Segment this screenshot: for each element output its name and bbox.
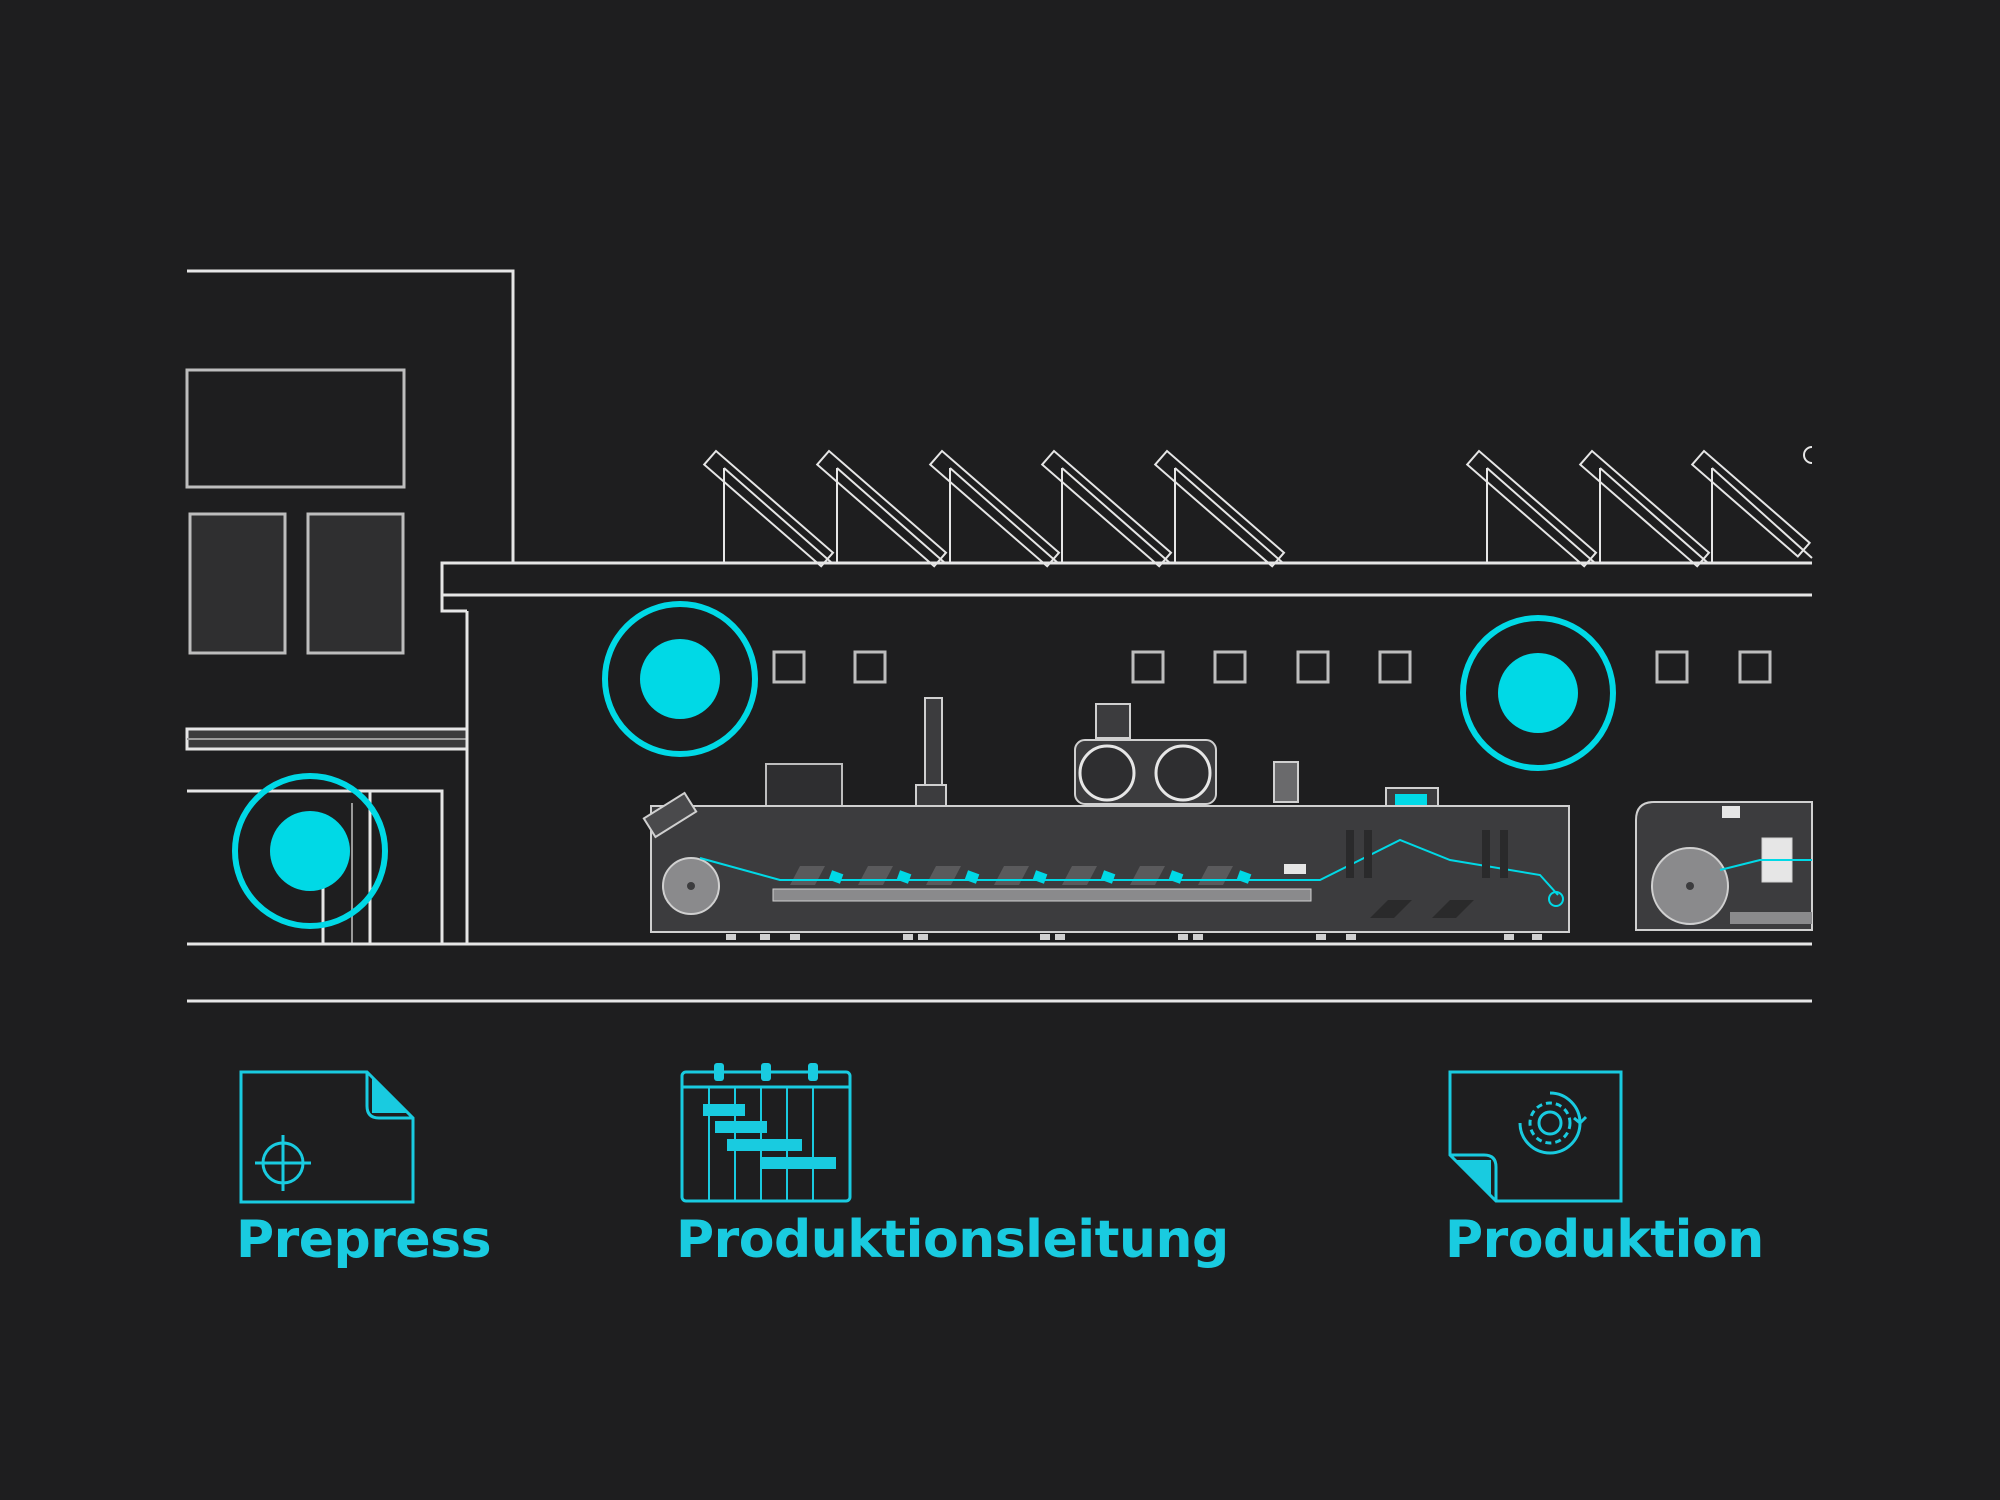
gantt-calendar-icon: [680, 1063, 852, 1203]
finishing-machine-base: [1730, 912, 1812, 924]
press-label-tag: [1284, 864, 1306, 874]
finishing-machine-web: [1719, 859, 1812, 871]
solar-panel: [815, 449, 948, 568]
fan-icon: [602, 601, 758, 757]
prepress-label: Prepress: [236, 1210, 492, 1270]
press-conveyor: [772, 888, 1312, 902]
solar-panel: [1578, 449, 1711, 568]
fan-icon: [1460, 615, 1616, 771]
hall-window: [1296, 650, 1330, 684]
hall-window: [1131, 650, 1165, 684]
office-building: [185, 269, 515, 944]
solar-panel-edge: [1803, 446, 1813, 464]
press-feeder-arm: [642, 791, 698, 839]
press-input-roll-core: [687, 882, 695, 890]
hall-window: [853, 650, 887, 684]
finishing-machine-roll-core: [1686, 882, 1694, 890]
fan-icon: [232, 773, 388, 929]
press-body: [650, 805, 1570, 933]
office-window-right: [306, 512, 405, 655]
production-management-label: Produktionsleitung: [676, 1210, 1229, 1270]
solar-panel: [928, 449, 1061, 568]
solar-panels: [702, 446, 1813, 568]
document-gear-icon: [1448, 1070, 1623, 1203]
printing-press: [642, 697, 1570, 940]
press-sensor-column: [924, 697, 943, 789]
hall-window: [1213, 650, 1247, 684]
press-reel: [1154, 744, 1212, 802]
hall-window: [1378, 650, 1412, 684]
paper-web: [699, 838, 1559, 896]
hall-window: [1738, 650, 1772, 684]
production-label: Produktion: [1445, 1210, 1764, 1270]
press-small-unit: [1273, 761, 1299, 803]
press-output-roll: [1548, 891, 1564, 907]
factory-hall: [187, 561, 1812, 1003]
solar-panel: [1465, 449, 1598, 568]
press-feet: [726, 934, 1542, 940]
office-door: [370, 789, 444, 944]
finishing-machine: [1635, 801, 1813, 931]
document-crosshair-icon: [239, 1070, 415, 1204]
hall-window: [1655, 650, 1689, 684]
solar-panel: [1690, 449, 1813, 563]
press-control-box: [765, 763, 843, 807]
office-outline: [187, 269, 515, 563]
ventilation-fans: [232, 601, 1616, 929]
office-window-wide: [185, 368, 406, 489]
hall-window: [772, 650, 806, 684]
press-unwinder-top: [1095, 703, 1131, 739]
office-window-left: [188, 512, 287, 655]
die-cut-section: [1346, 830, 1508, 918]
finishing-machine-panel: [1722, 806, 1740, 818]
solar-panel: [1153, 449, 1286, 568]
hall-roof-edge: [440, 561, 1812, 613]
press-reel: [1078, 744, 1136, 802]
solar-panel: [1040, 449, 1173, 568]
solar-panel: [702, 449, 835, 568]
